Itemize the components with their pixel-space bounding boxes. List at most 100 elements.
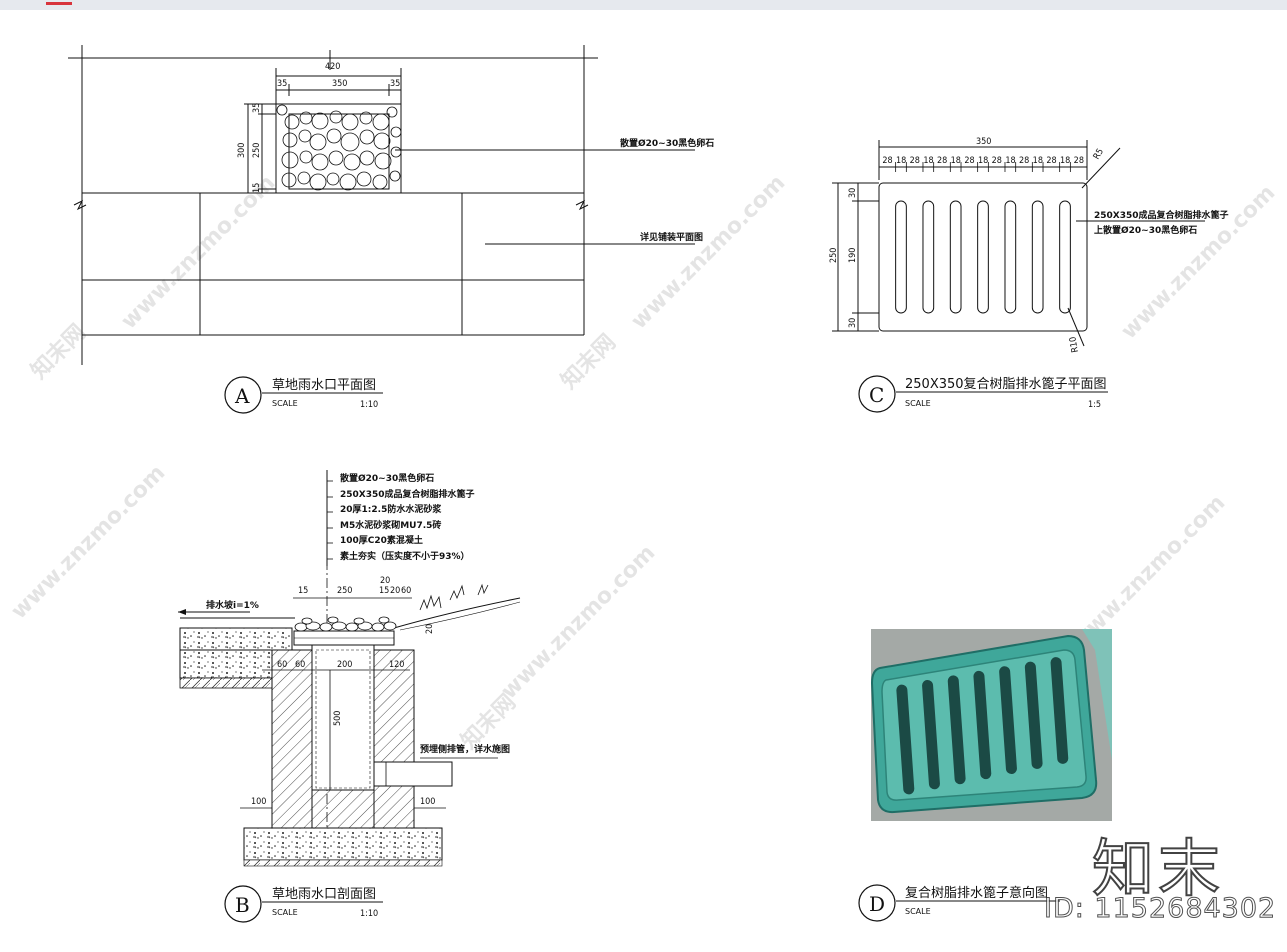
watermark-site: www.znzmo.com	[497, 540, 661, 704]
drawing-b-pebbles	[294, 616, 397, 632]
layer-note-5: 素土夯实（压实度不小于93%）	[340, 550, 470, 562]
dim-c-segment: 28	[964, 156, 974, 166]
dim-c-slot: R10	[1068, 336, 1081, 353]
title-a: A 草地雨水口平面图 SCALE 1:10	[224, 376, 383, 414]
watermark-cn: 知末网	[26, 319, 91, 384]
title-d-text: 复合树脂排水篦子意向图	[905, 885, 1048, 901]
dim-b-20b: 20	[390, 586, 400, 596]
dim-b-100b: 100	[420, 797, 435, 807]
drawing-b-labels: 散置Ø20~30黑色卵石 250X350成品复合树脂排水篦子 20厚1:2.5防…	[206, 472, 510, 807]
dim-a-height-total: 300	[237, 143, 247, 158]
title-c-text: 250X350复合树脂排水篦子平面图	[905, 377, 1107, 392]
top-bar-accent	[46, 2, 72, 5]
photo-slot	[973, 670, 992, 780]
dim-a-height-inner: 250	[252, 143, 262, 158]
photo-slot	[947, 675, 966, 785]
note-c-2: 上散置Ø20~30黑色卵石	[1094, 224, 1197, 236]
dim-a-left: 35	[277, 79, 287, 89]
dim-b-100a: 100	[251, 797, 266, 807]
dim-c-segment: 18	[1005, 156, 1015, 166]
layer-note-1: 250X350成品复合树脂排水篦子	[340, 488, 475, 500]
layer-note-3: M5水泥砂浆砌MU7.5砖	[340, 519, 441, 531]
dim-b-120: 120	[389, 660, 404, 670]
drawing-a-plan	[68, 45, 695, 365]
dim-b-60top: 60	[401, 586, 411, 596]
dim-c-height: 250	[829, 248, 839, 263]
dim-c-segment: 18	[1033, 156, 1043, 166]
note-b-pipe: 预埋侧排管，详水施图	[420, 743, 510, 755]
grate-slot	[1004, 200, 1017, 314]
watermark-site: www.znzmo.com	[627, 170, 791, 334]
note-b-slope: 排水坡i=1%	[206, 599, 259, 611]
dim-a-top: 35	[252, 103, 262, 113]
drawing-d-photo	[870, 629, 1112, 821]
dim-c-h30b: 30	[848, 318, 858, 328]
title-b-text: 草地雨水口剖面图	[272, 887, 376, 902]
title-a-letter: A	[234, 384, 250, 408]
photo-slot	[1024, 661, 1043, 769]
dim-b-60a: 60	[277, 660, 287, 670]
title-a-text: 草地雨水口平面图	[272, 378, 376, 393]
dim-c-segment: 28	[1019, 156, 1029, 166]
dim-c-segment: 18	[896, 156, 906, 166]
dim-c-segment: 28	[1046, 156, 1056, 166]
dim-b-20a: 20	[380, 576, 390, 586]
dim-b-15b: 15	[379, 586, 389, 596]
title-b: B 草地雨水口剖面图 SCALE 1:10	[224, 885, 383, 923]
photo-slot	[1050, 657, 1069, 764]
title-b-scale: 1:10	[360, 909, 378, 919]
drawing-c-seg-ticks	[878, 162, 1071, 172]
grate-slot	[949, 200, 962, 314]
dim-c-segment: 18	[1060, 156, 1070, 166]
layer-note-2: 20厚1:2.5防水水泥砂浆	[340, 503, 442, 515]
drawing-c-plan	[832, 140, 1205, 347]
dim-b-500: 500	[333, 711, 343, 726]
dim-c-corner: R5	[1092, 147, 1106, 161]
id-watermark: ID: 1152684302	[1043, 893, 1277, 925]
watermark-cn: 知末网	[556, 329, 621, 394]
photo-slot	[896, 684, 915, 795]
dim-b-20c: 20	[425, 624, 435, 634]
dim-b-15: 15	[298, 586, 308, 596]
grate-slot	[1031, 200, 1044, 314]
grate-slot	[922, 200, 935, 314]
watermark-site: www.znzmo.com	[117, 170, 281, 334]
dim-c-segment: 28	[937, 156, 947, 166]
layer-note-0: 散置Ø20~30黑色卵石	[340, 472, 434, 484]
grate-slot	[1059, 200, 1071, 314]
drawing-a-stones	[276, 104, 402, 191]
dim-a-inner: 350	[332, 79, 347, 89]
dim-b-60b: 60	[295, 660, 305, 670]
title-a-scale-label: SCALE	[272, 399, 298, 408]
title-c-letter: C	[869, 383, 884, 407]
dim-c-width: 350	[976, 137, 991, 147]
title-b-scale-label: SCALE	[272, 908, 298, 917]
title-a-scale: 1:10	[360, 400, 378, 410]
layer-note-4: 100厚C20素混凝土	[340, 534, 423, 546]
watermark-site: www.znzmo.com	[7, 460, 171, 624]
drawing-c-slots	[895, 200, 1071, 314]
photo-slot	[922, 680, 940, 790]
dim-c-segment: 28	[1074, 156, 1084, 166]
note-c-1: 250X350成品复合树脂排水篦子	[1094, 209, 1229, 221]
top-bar	[0, 0, 1287, 10]
dim-c-segment: 18	[978, 156, 988, 166]
grate-slot	[895, 200, 907, 314]
dim-a-total: 420	[325, 62, 340, 72]
grate-slot	[977, 200, 989, 314]
drawing-b-section	[178, 470, 521, 867]
dim-c-h190: 190	[848, 248, 858, 263]
dim-a-bottom: 15	[252, 183, 262, 193]
dim-b-250: 250	[337, 586, 352, 596]
photo-slot	[999, 666, 1017, 775]
dim-c-segment: 18	[923, 156, 933, 166]
dim-c-segment: 18	[951, 156, 961, 166]
title-c-scale: 1:5	[1088, 400, 1101, 410]
note-a-stones: 散置Ø20~30黑色卵石	[620, 137, 714, 149]
drawing-a-labels: 420 350 35 35 300 250 35 15 散置Ø20~30黑色卵石…	[237, 62, 714, 243]
dim-c-h30a: 30	[848, 188, 858, 198]
title-d: D 复合树脂排水篦子意向图 SCALE	[858, 884, 1060, 922]
layer-notes: 散置Ø20~30黑色卵石 250X350成品复合树脂排水篦子 20厚1:2.5防…	[327, 472, 475, 562]
dim-c-segment: 28	[882, 156, 892, 166]
